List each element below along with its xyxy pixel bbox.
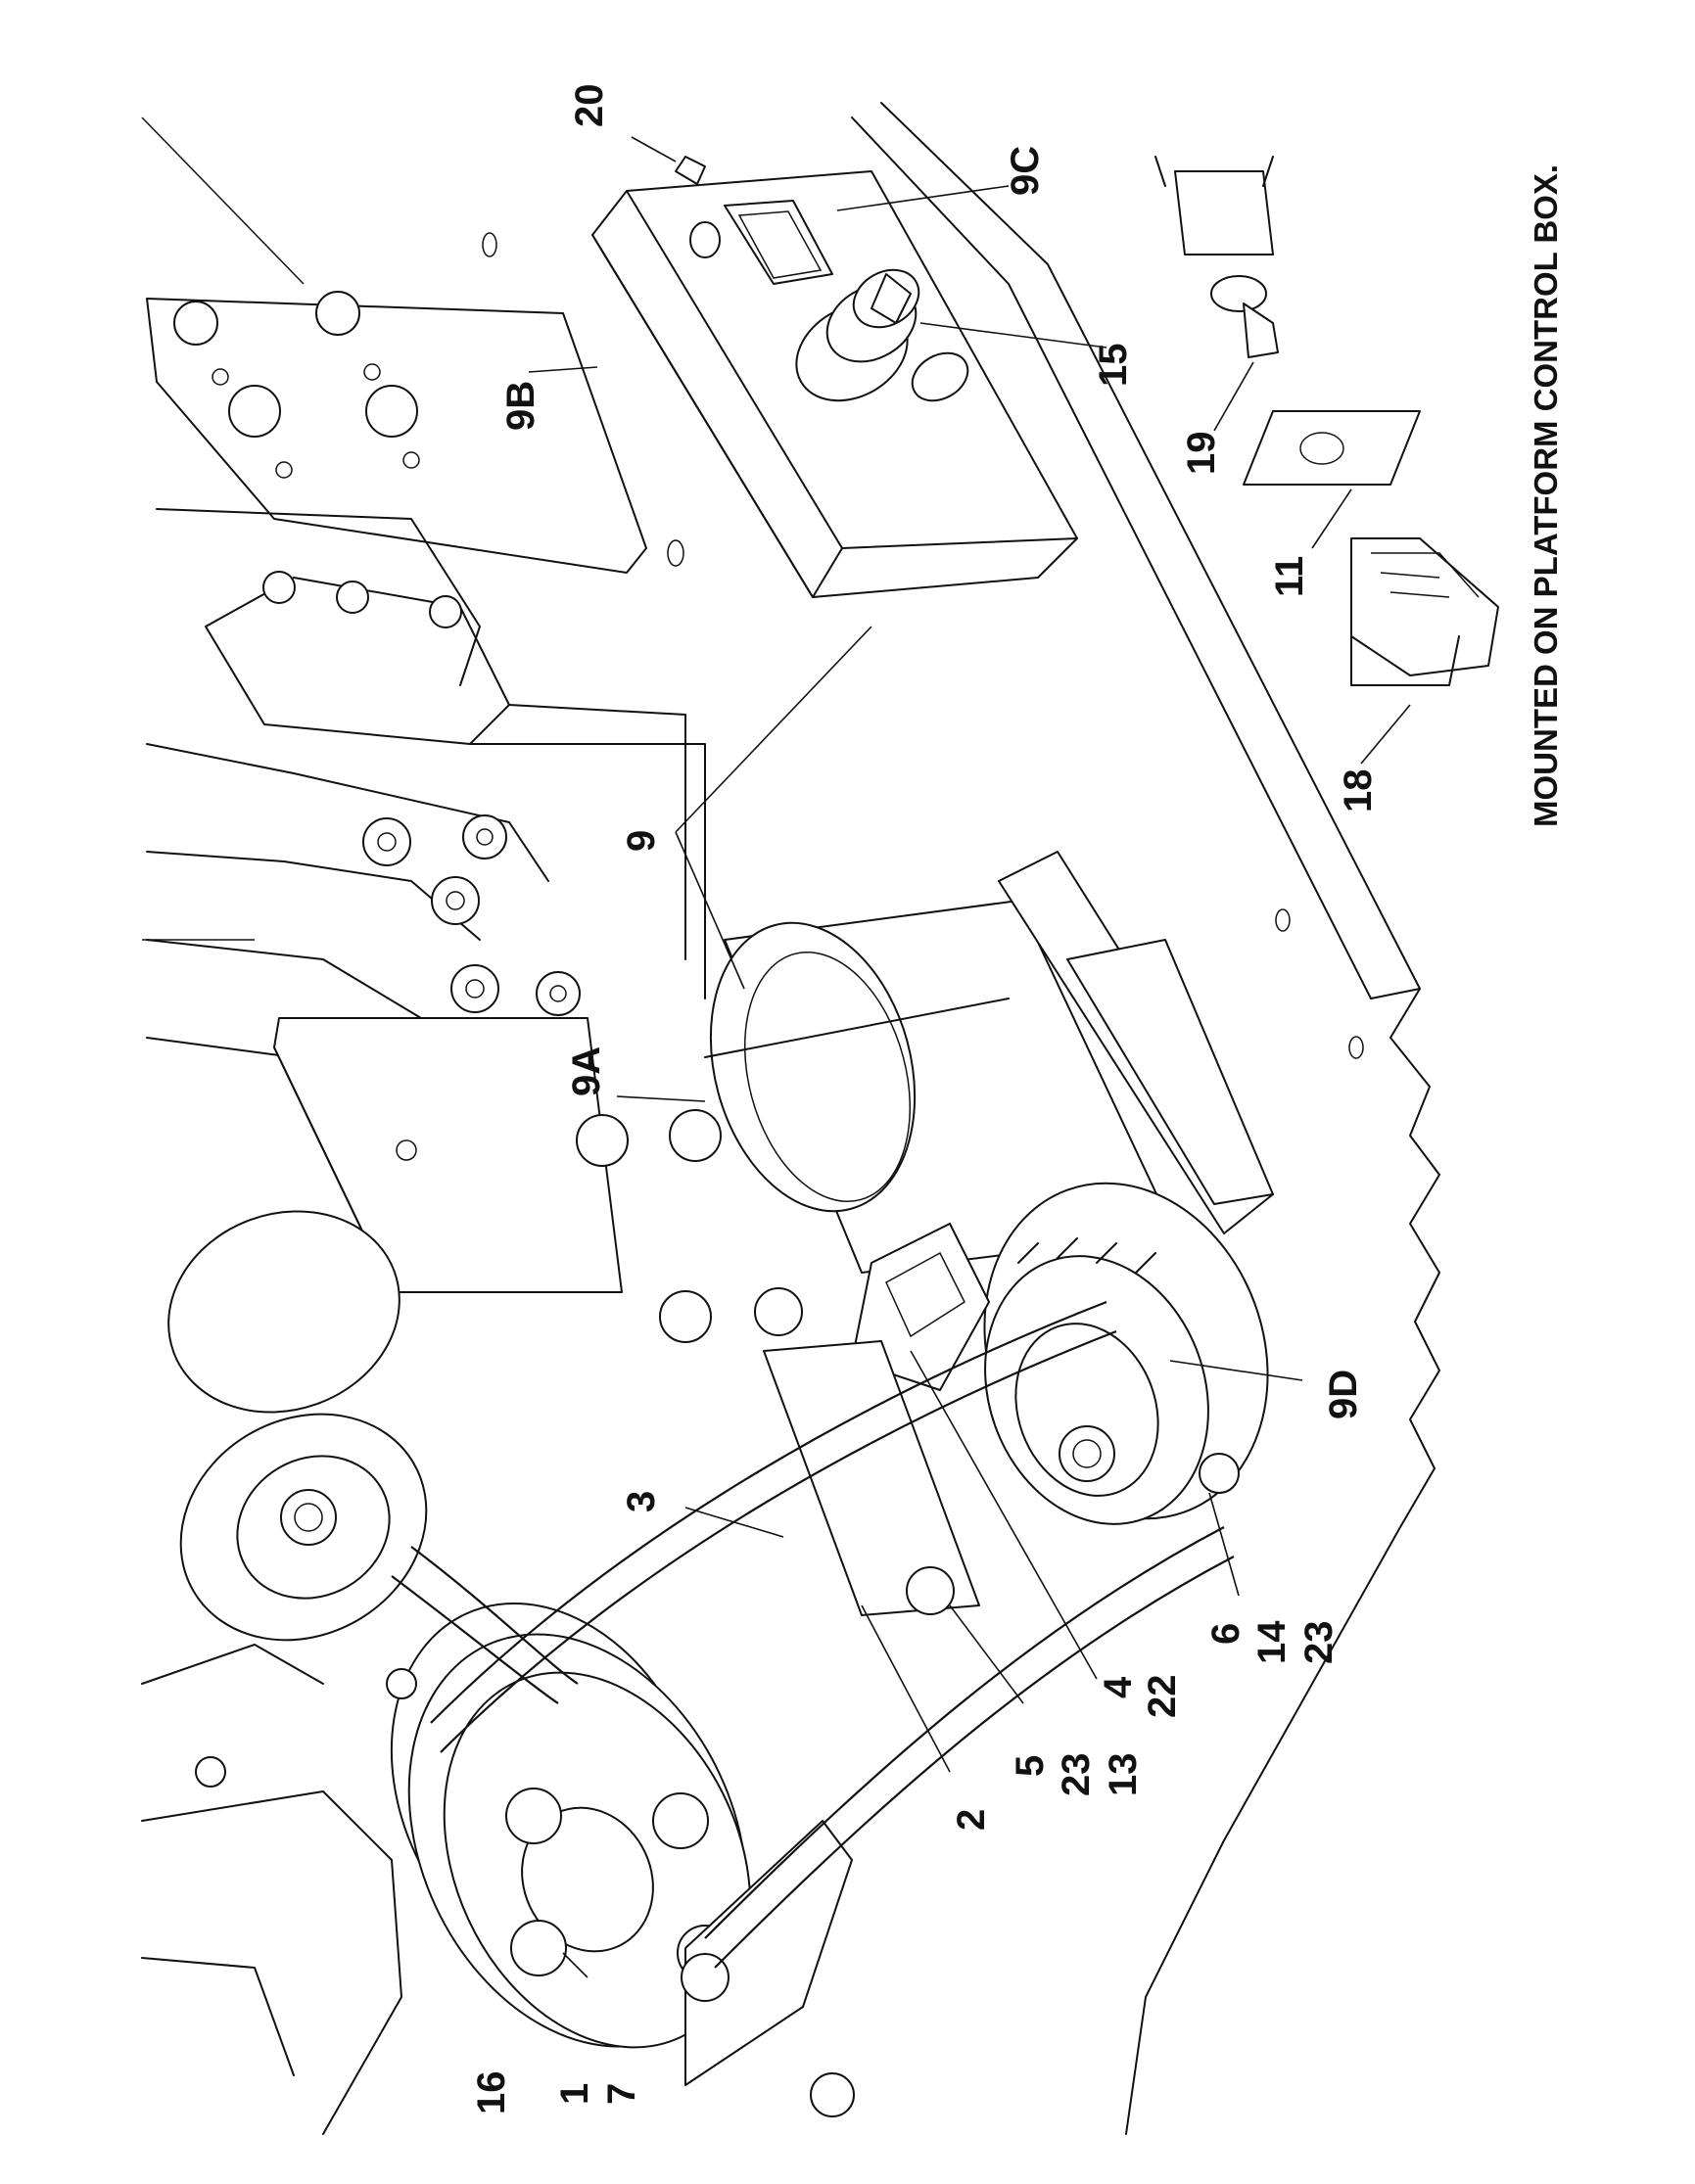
callout-15: 15 <box>1092 344 1135 388</box>
callout-3: 3 <box>620 1491 663 1512</box>
switch-guard-part <box>1350 537 1499 686</box>
callout-23-b: 23 <box>1055 1753 1098 1797</box>
callout-22: 22 <box>1141 1675 1184 1719</box>
engine-housing <box>141 1644 855 2135</box>
motor-pulley <box>983 1182 1269 1525</box>
drive-belts <box>391 1300 1235 1969</box>
key-switch <box>795 268 969 402</box>
lift-arm-frame <box>146 508 706 1058</box>
control-box <box>591 156 1078 598</box>
arm-pivot-washers <box>262 571 581 1016</box>
motor-bracket <box>763 1340 1240 1616</box>
mounting-bracket <box>146 291 647 574</box>
bracket-bolts <box>173 291 420 479</box>
callout-14: 14 <box>1250 1620 1294 1664</box>
callout-13: 13 <box>1102 1753 1145 1797</box>
pulley-bolt <box>505 1788 562 1844</box>
callout-labels: 20 9C 9B 15 19 11 18 9 9A 9D 3 6 14 23 4… <box>470 84 1380 2115</box>
callout-19: 19 <box>1180 432 1223 476</box>
mounting-block <box>273 1017 803 1343</box>
callout-9B: 9B <box>499 381 542 431</box>
callout-1: 1 <box>553 2083 596 2105</box>
callout-2: 2 <box>950 1809 993 1831</box>
callout-16: 16 <box>470 2071 513 2115</box>
callout-9D: 9D <box>1322 1370 1365 1419</box>
platform-deck <box>141 102 1440 2135</box>
control-box-label-plate <box>724 200 833 285</box>
switch-plate-part <box>1243 410 1421 486</box>
box-stud <box>675 156 706 185</box>
callout-5: 5 <box>1009 1755 1052 1777</box>
callout-7: 7 <box>600 2083 643 2105</box>
callout-20: 20 <box>568 84 611 128</box>
block-bolts <box>576 1109 803 1343</box>
motor <box>704 851 1274 1274</box>
callout-18: 18 <box>1337 769 1380 813</box>
toggle-switch-part <box>1154 156 1279 358</box>
callout-4: 4 <box>1097 1676 1140 1698</box>
engine-pulley <box>390 1602 752 2049</box>
callout-11: 11 <box>1268 556 1311 597</box>
leader-lines <box>528 136 1411 1978</box>
callout-6: 6 <box>1204 1623 1248 1645</box>
idler-pulley <box>167 1210 428 1642</box>
callout-23-a: 23 <box>1297 1621 1341 1665</box>
callout-9A: 9A <box>565 1046 608 1096</box>
callout-9: 9 <box>620 830 663 852</box>
callout-9C: 9C <box>1004 146 1047 196</box>
mounting-note: MOUNTED ON PLATFORM CONTROL BOX. <box>1528 164 1564 827</box>
